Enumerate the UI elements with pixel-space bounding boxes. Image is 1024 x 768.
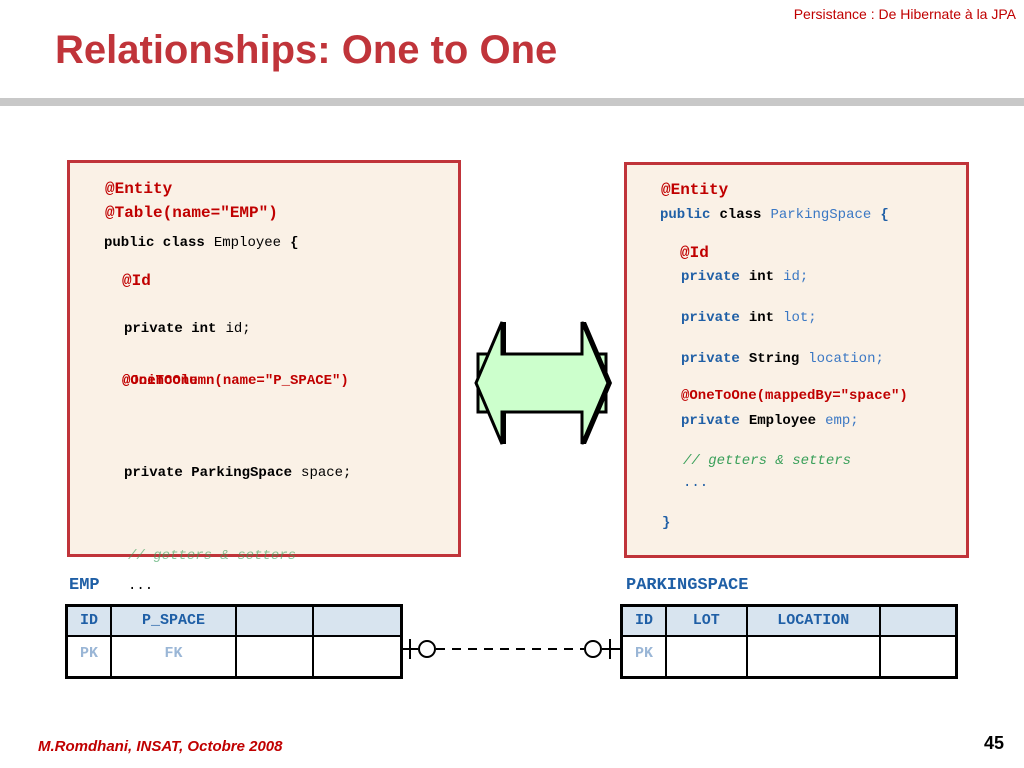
parkingspace-col-lot: LOT	[664, 604, 748, 637]
parkingspace-table-caption: PARKINGSPACE	[626, 576, 749, 595]
code-brace: {	[880, 207, 889, 223]
emp-table-caption: EMP	[69, 576, 100, 595]
emp-table-header-row: ID P_SPACE	[65, 604, 403, 637]
code-identifier: id;	[783, 269, 809, 285]
code-identifier: location;	[808, 351, 884, 367]
parkingspace-cell-empty-1	[664, 634, 748, 679]
parkingspace-ellipsis: ...	[683, 475, 709, 491]
employee-code-box	[67, 160, 461, 557]
parkingspace-entity-annotation: @Entity	[661, 181, 729, 199]
parkingspace-location-field: private String location;	[681, 350, 884, 367]
parkingspace-cell-pk: PK	[620, 634, 667, 679]
header-note: Persistance : De Hibernate à la JPA	[793, 6, 1016, 22]
employee-id-annotation: @Id	[122, 272, 151, 290]
code-keyword: int	[748, 310, 775, 326]
code-keyword: private ParkingSpace	[124, 465, 293, 481]
emp-col-empty-1	[235, 604, 314, 637]
emp-table: ID P_SPACE PK FK	[65, 604, 403, 679]
emp-col-p-space: P_SPACE	[109, 604, 238, 637]
code-keyword: private	[681, 310, 740, 326]
parkingspace-emp-field: private Employee emp;	[681, 412, 859, 429]
parkingspace-col-empty	[878, 604, 958, 637]
employee-space-field: private ParkingSpace space;	[124, 464, 351, 481]
code-keyword: Employee	[748, 413, 817, 429]
employee-id-field: private int id;	[124, 320, 251, 337]
code-keyword: private	[681, 413, 740, 429]
code-keyword: private	[681, 269, 740, 285]
emp-col-id: ID	[65, 604, 112, 637]
code-identifier: lot;	[783, 310, 817, 326]
code-identifier: emp;	[825, 413, 859, 429]
parkingspace-id-field: private int id;	[681, 268, 808, 285]
code-identifier: Employee	[213, 235, 282, 251]
code-identifier: space;	[301, 465, 352, 481]
employee-getters-comment: // getters & setters	[128, 548, 297, 564]
code-identifier: id;	[225, 321, 251, 337]
employee-table-annotation: @Table(name="EMP")	[105, 204, 278, 222]
parkingspace-cell-empty-3	[878, 634, 958, 679]
parkingspace-table-header-row: ID LOT LOCATION	[620, 604, 958, 637]
emp-table-name: EMP	[69, 576, 100, 595]
code-keyword: private	[681, 351, 740, 367]
employee-onetoone-annotation: @OneToOne	[122, 373, 198, 389]
employee-ellipsis: ...	[128, 578, 154, 594]
code-keyword: private int	[124, 321, 217, 337]
emp-cell-pk: PK	[65, 634, 112, 679]
parkingspace-col-location: LOCATION	[745, 604, 881, 637]
parkingspace-onetoone-annotation: @OneToOne(mappedBy="space")	[681, 388, 908, 404]
emp-cell-empty-1	[235, 634, 314, 679]
emp-table-row: PK FK	[65, 634, 403, 679]
parkingspace-table-row: PK	[620, 634, 958, 679]
code-keyword: int	[748, 269, 775, 285]
relationship-connector-icon	[402, 639, 620, 659]
parkingspace-table: ID LOT LOCATION PK	[620, 604, 958, 679]
employee-class-declaration: public class Employee {	[104, 234, 298, 251]
parkingspace-closing-brace: }	[662, 515, 671, 531]
emp-cell-empty-2	[311, 634, 403, 679]
parkingspace-class-declaration: public class ParkingSpace {	[660, 206, 889, 223]
page-number: 45	[983, 733, 1004, 753]
employee-joincolumn-annotation: @JoinColumn(name="P_SPACE")	[122, 373, 349, 389]
parkingspace-id-annotation: @Id	[680, 244, 709, 262]
parkingspace-cell-empty-2	[745, 634, 881, 679]
code-keyword: public	[660, 207, 711, 223]
code-keyword: class	[719, 207, 762, 223]
bidirectional-arrow-icon	[474, 321, 612, 445]
parkingspace-lot-field: private int lot;	[681, 309, 817, 326]
code-identifier: ParkingSpace	[770, 207, 872, 223]
parkingspace-col-id: ID	[620, 604, 667, 637]
parkingspace-code-box	[624, 162, 969, 558]
footer-author: M.Romdhani, INSAT, Octobre 2008	[38, 738, 283, 755]
code-keyword: String	[748, 351, 800, 367]
code-brace: {	[290, 235, 299, 251]
emp-cell-fk: FK	[109, 634, 238, 679]
parkingspace-getters-comment: // getters & setters	[683, 453, 852, 469]
emp-col-empty-2	[311, 604, 403, 637]
slide-title: Relationships: One to One	[55, 28, 558, 72]
code-keyword: public class	[104, 235, 205, 251]
title-divider	[0, 98, 1024, 106]
employee-entity-annotation: @Entity	[105, 180, 173, 198]
